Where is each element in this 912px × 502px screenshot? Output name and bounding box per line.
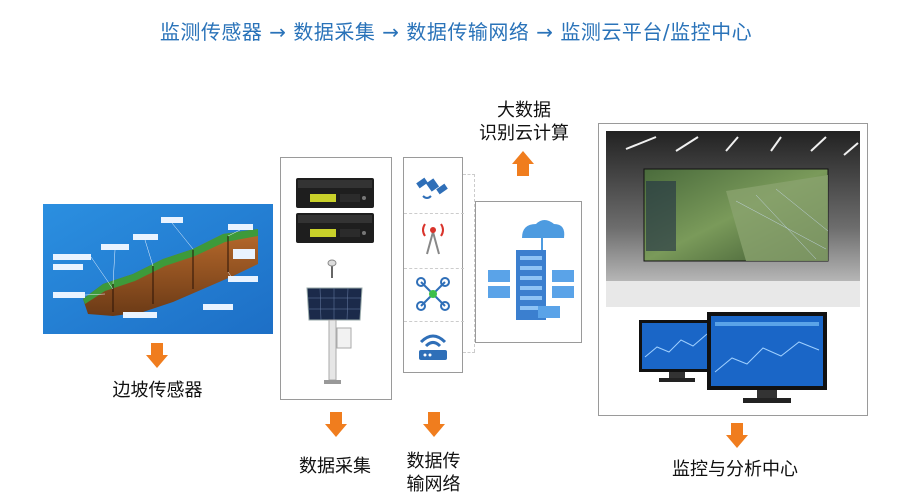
cloud-server-icon xyxy=(488,220,574,320)
arrow-down-monitor xyxy=(726,423,748,449)
data-collection-box xyxy=(280,157,392,400)
satellite-icon xyxy=(416,177,448,199)
arrow-up-cloud xyxy=(512,151,534,177)
slope-sensor-label: 边坡传感器 xyxy=(112,380,203,401)
network-divider-1 xyxy=(404,213,464,214)
router-icon xyxy=(419,334,447,360)
arrow-down-slope xyxy=(146,343,168,369)
network-box xyxy=(403,157,464,373)
slope-sensor-panel xyxy=(43,204,273,334)
network-divider-2 xyxy=(404,268,464,269)
radio-antenna-icon xyxy=(422,223,444,255)
network-label-line2: 输网络 xyxy=(406,473,461,495)
arrow-down-collection xyxy=(325,412,347,438)
bigdata-label-line2: 识别云计算 xyxy=(479,122,569,144)
network-label: 数据传 输网络 xyxy=(396,451,471,496)
diagram-title: 监测传感器 → 数据采集 → 数据传输网络 → 监测云平台/监控中心 xyxy=(159,20,753,44)
dual-monitor-image xyxy=(639,312,827,403)
data-logger-device-image xyxy=(296,178,374,243)
bigdata-label: 大数据 识别云计算 xyxy=(464,100,584,145)
network-label-line1: 数据传 xyxy=(406,451,461,472)
network-nodes-icon xyxy=(416,277,450,311)
connector-network-to-cloud-bottom xyxy=(463,352,475,354)
arrow-down-network xyxy=(423,412,445,438)
monitor-center-box xyxy=(598,123,868,416)
data-collection-label: 数据采集 xyxy=(299,456,371,477)
network-divider-3 xyxy=(404,321,464,322)
control-room-image xyxy=(606,131,860,307)
slope-cross-section-image xyxy=(43,204,273,334)
monitor-center-label: 监控与分析中心 xyxy=(672,459,798,480)
bigdata-label-line1: 大数据 xyxy=(497,100,551,121)
connector-vertical xyxy=(474,174,476,352)
connector-network-to-cloud-top xyxy=(463,174,475,176)
solar-panel-pole-image xyxy=(306,259,363,384)
cloud-server-box xyxy=(475,201,582,343)
